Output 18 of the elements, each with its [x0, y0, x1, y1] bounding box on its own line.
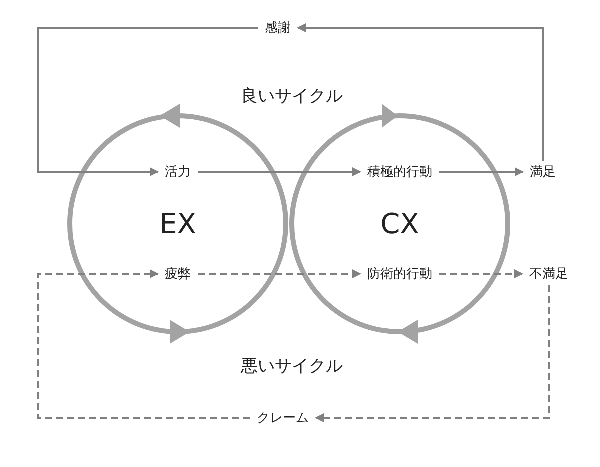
circle-label: EX [160, 208, 196, 240]
cycle-label: 良いサイクル [241, 86, 343, 108]
arrow [440, 270, 524, 278]
arrow [198, 270, 362, 278]
arrow [440, 168, 524, 176]
circle-label: CX [380, 208, 420, 240]
arrow [198, 168, 362, 176]
step-label: 不満足 [528, 265, 570, 283]
arrow [37, 27, 258, 176]
step-label: 満足 [528, 163, 558, 181]
cycle-label: 悪いサイクル [241, 356, 343, 378]
step-label: 疲弊 [163, 265, 193, 283]
step-label: 防衛的行動 [366, 265, 434, 283]
arrow [297, 24, 544, 161]
step-label: 感謝 [263, 19, 293, 37]
arrow [315, 285, 550, 422]
step-label: 積極的行動 [366, 163, 434, 181]
arrow [37, 270, 250, 419]
